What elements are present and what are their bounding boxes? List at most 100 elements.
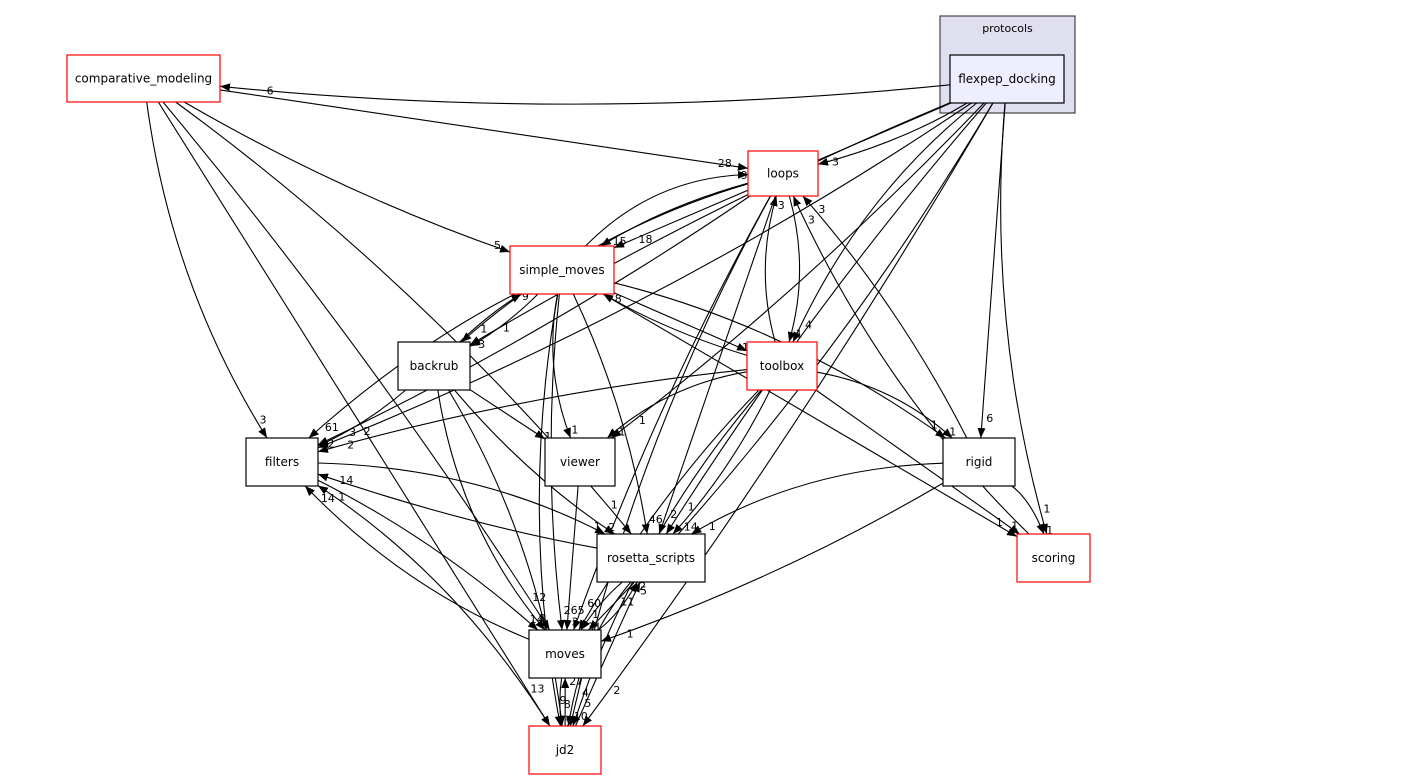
- edge-rosetta_scripts-to-filters[interactable]: 14: [317, 473, 598, 549]
- edge-comparative_modeling-to-loops[interactable]: 28: [219, 89, 749, 171]
- edge-toolbox-to-scoring[interactable]: 1: [815, 389, 1020, 535]
- node-rosetta-scripts[interactable]: rosetta_scripts: [596, 533, 706, 583]
- edge-flexpep_docking-to-comparative_modeling[interactable]: 6: [219, 83, 951, 105]
- edge-label[interactable]: 1: [627, 628, 634, 641]
- edge-loops-to-rosetta_scripts[interactable]: 2: [658, 195, 776, 535]
- edge-flexpep_docking-to-viewer[interactable]: 1: [610, 102, 985, 439]
- edge-label[interactable]: 18: [639, 233, 653, 246]
- edge-toolbox-to-rigid[interactable]: 1: [816, 371, 956, 439]
- edge-jd2-to-filters[interactable]: 1: [317, 485, 551, 727]
- edge-flexpep_docking-to-loops[interactable]: 3: [817, 102, 968, 169]
- edge-label[interactable]: 1: [594, 520, 601, 533]
- edge-comparative_modeling-to-simple_moves[interactable]: 5: [183, 101, 511, 253]
- edge-toolbox-to-viewer[interactable]: 1: [606, 371, 748, 439]
- edge-flexpep_docking-to-filters[interactable]: 2: [317, 102, 972, 449]
- edge-simple_moves-to-backrub[interactable]: 3: [469, 293, 539, 351]
- edge-label[interactable]: 3: [808, 213, 815, 226]
- edge-filters-to-rosetta_scripts[interactable]: 1: [317, 462, 606, 535]
- edge-label[interactable]: 2: [613, 684, 620, 697]
- edge-label[interactable]: 3: [260, 414, 267, 427]
- edge-label[interactable]: 2: [347, 439, 354, 452]
- node-rigid[interactable]: rigid: [942, 437, 1016, 487]
- node-loops[interactable]: loops: [747, 150, 819, 197]
- node-filters[interactable]: filters: [245, 437, 319, 487]
- edge-label[interactable]: 1: [611, 498, 618, 511]
- edge-moves-to-jd2[interactable]: 2: [556, 677, 572, 730]
- edge-label[interactable]: 15: [613, 235, 627, 248]
- edge-label[interactable]: 3: [832, 156, 839, 169]
- edge-label[interactable]: 13: [531, 683, 545, 696]
- edge-label[interactable]: 2: [670, 508, 677, 521]
- edge-label[interactable]: 4: [805, 318, 812, 331]
- edge-label[interactable]: 5: [584, 697, 591, 710]
- edge-label[interactable]: 9: [522, 290, 529, 303]
- edge-label[interactable]: 12: [532, 591, 546, 604]
- edge-label[interactable]: 4: [582, 686, 589, 699]
- edge-backrub-to-simple_moves[interactable]: 9: [459, 290, 529, 343]
- edge-label[interactable]: 14: [339, 474, 353, 487]
- edge-label[interactable]: 2: [328, 437, 335, 450]
- edge-label[interactable]: 28: [718, 157, 732, 170]
- node-simple-moves[interactable]: simple_moves: [509, 245, 615, 295]
- node-flexpep-docking[interactable]: flexpep_docking: [949, 54, 1065, 104]
- edge-label[interactable]: 46: [649, 513, 663, 526]
- node-toolbox[interactable]: toolbox: [746, 341, 818, 391]
- edge-label[interactable]: 1: [1043, 503, 1050, 516]
- edge-label[interactable]: 1: [592, 608, 599, 621]
- edge-comparative_modeling-to-moves[interactable]: 12: [162, 101, 551, 631]
- edge-label[interactable]: 10: [574, 710, 588, 723]
- edge-simple_moves-to-loops[interactable]: 9: [585, 169, 749, 247]
- edge-simple_moves-to-scoring[interactable]: 1: [602, 293, 1018, 538]
- edge-label[interactable]: 1: [480, 323, 487, 336]
- edge-label[interactable]: 1: [1011, 519, 1018, 532]
- node-viewer[interactable]: viewer: [544, 437, 616, 487]
- edge-label[interactable]: 1: [996, 516, 1003, 529]
- edge-simple_moves-to-toolbox[interactable]: 12: [613, 292, 756, 354]
- edge-loops-to-toolbox[interactable]: 1: [787, 195, 803, 343]
- edge-label[interactable]: 2: [608, 521, 615, 534]
- edge-label[interactable]: 2: [639, 580, 646, 593]
- edge-label[interactable]: 2: [364, 425, 371, 438]
- edge-simple_moves-to-viewer[interactable]: 1: [552, 293, 579, 439]
- edge-label[interactable]: 6: [986, 412, 993, 425]
- edge-label[interactable]: 6: [267, 85, 274, 98]
- edge-label[interactable]: 1: [619, 426, 626, 439]
- edge-toolbox-to-moves[interactable]: 1: [578, 389, 760, 631]
- edge-label[interactable]: 14: [530, 613, 544, 626]
- edge-backrub-to-moves[interactable]: 8: [437, 389, 546, 631]
- edge-backrub-to-viewer[interactable]: 1: [469, 389, 551, 443]
- edge-label[interactable]: 2: [565, 717, 572, 730]
- edge-rigid-to-loops[interactable]: 3: [802, 195, 968, 439]
- edge-label[interactable]: 9: [560, 694, 567, 707]
- edge-label[interactable]: 8: [564, 698, 571, 711]
- edge-label[interactable]: 9: [741, 169, 748, 182]
- node-moves[interactable]: moves: [528, 629, 602, 679]
- edge-label[interactable]: 8: [615, 292, 622, 305]
- edge-label[interactable]: 1: [796, 327, 803, 340]
- edge-rigid-to-scoring[interactable]: 1: [1011, 485, 1053, 537]
- edge-moves-to-rosetta_scripts[interactable]: 2: [597, 580, 646, 631]
- edge-label[interactable]: 3: [572, 615, 579, 628]
- edge-simple_moves-to-rosetta_scripts[interactable]: 46: [572, 293, 663, 535]
- edge-label[interactable]: 8: [539, 612, 546, 625]
- edge-label[interactable]: 3: [818, 203, 825, 216]
- edge-label[interactable]: 1: [571, 424, 578, 437]
- edge-scoring-to-loops[interactable]: 3: [792, 195, 1030, 535]
- edge-label[interactable]: 3: [478, 338, 485, 351]
- edge-rigid-to-moves[interactable]: 1: [600, 482, 944, 642]
- edge-label[interactable]: 61: [325, 421, 339, 434]
- node-scoring[interactable]: scoring: [1016, 533, 1091, 583]
- edge-flexpep_docking-to-jd2[interactable]: 2: [582, 102, 994, 727]
- edge-toolbox-to-filters[interactable]: 2: [317, 369, 748, 453]
- edge-label[interactable]: 1: [1046, 524, 1053, 537]
- edge-loops-to-simple_moves[interactable]: 15: [600, 182, 749, 248]
- edge-label[interactable]: 3: [349, 426, 356, 439]
- node-jd2[interactable]: jd2: [528, 725, 602, 775]
- edge-filters-to-moves[interactable]: 14: [317, 479, 544, 631]
- edge-label[interactable]: 5: [640, 585, 647, 598]
- node-comparative-modeling[interactable]: comparative_modeling: [66, 54, 221, 103]
- edge-backrub-to-rosetta_scripts[interactable]: 2: [453, 389, 615, 535]
- edge-label[interactable]: 1: [949, 426, 956, 439]
- edge-comparative_modeling-to-filters[interactable]: 3: [146, 101, 268, 439]
- edge-label[interactable]: 1: [931, 419, 938, 432]
